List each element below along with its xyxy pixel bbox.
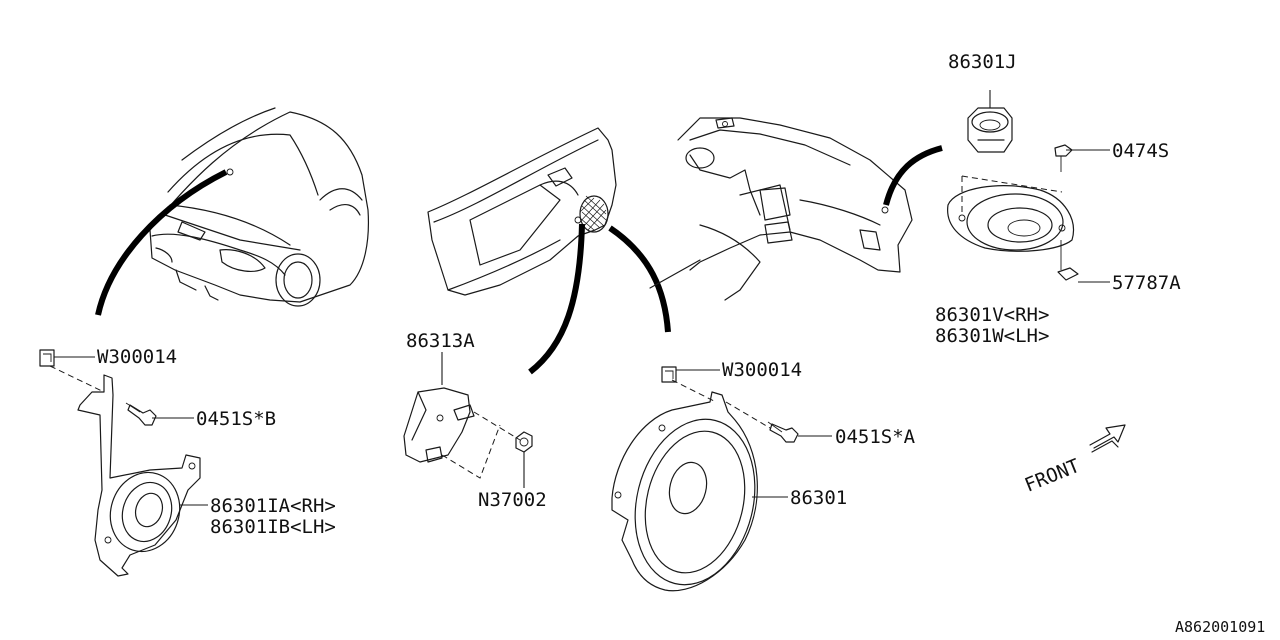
label-rear-speaker-rh: 86301IA<RH>	[210, 495, 336, 517]
label-rear-bolt: 0451S*B	[196, 408, 276, 430]
door-speaker-assembly	[611, 366, 799, 592]
front-direction-indicator: FRONT	[1022, 424, 1126, 497]
label-door-nut: N37002	[478, 489, 547, 511]
label-dash-screw: 0474S	[1112, 140, 1169, 162]
label-rear-speaker-lh: 86301IB<LH>	[210, 516, 336, 538]
label-dash-speaker-rh: 86301V<RH>	[935, 304, 1049, 326]
label-dash-speaker-lh: 86301W<LH>	[935, 325, 1049, 347]
front-label: FRONT	[1022, 455, 1083, 497]
label-door-clip: W300014	[722, 359, 802, 381]
rear-speaker-assembly	[39, 349, 201, 577]
door-panel-illustration	[427, 127, 671, 375]
rear-car-illustration	[95, 107, 369, 316]
dash-speaker-assembly	[947, 107, 1079, 281]
dashboard-illustration	[649, 117, 943, 301]
label-tweeter: 86301J	[948, 51, 1017, 73]
label-door-speaker: 86301	[790, 487, 847, 509]
label-door-bolt: 0451S*A	[835, 426, 916, 448]
front-arrow-icon	[1089, 424, 1126, 453]
leader-lines	[54, 90, 1110, 506]
label-dash-nut: 57787A	[1112, 272, 1181, 294]
label-door-bracket: 86313A	[406, 330, 475, 352]
label-rear-bracket-clip: W300014	[97, 346, 177, 368]
diagram-reference-number: A862001091	[1175, 618, 1265, 636]
door-bracket-assembly	[403, 387, 533, 479]
